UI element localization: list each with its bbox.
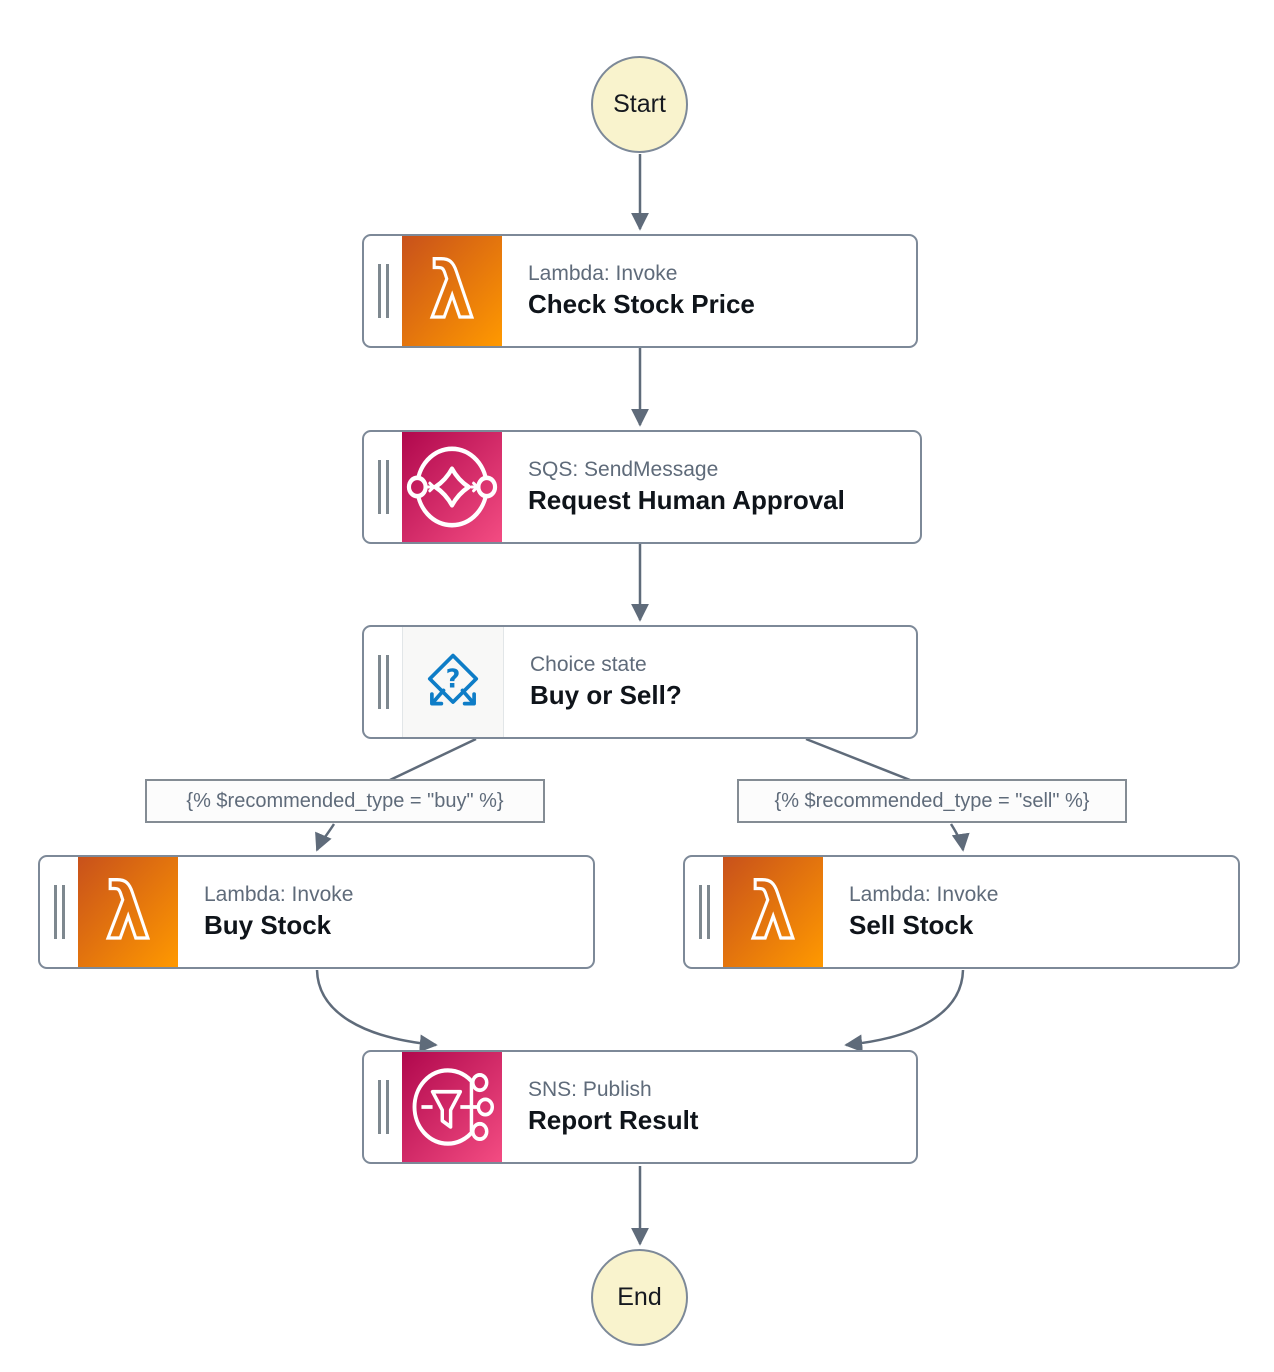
start-label: Start [613, 90, 666, 118]
drag-handle-icon [377, 1080, 389, 1134]
state-node-report-result[interactable]: SNS: Publish Report Result [362, 1050, 918, 1164]
aws-lambda-icon: λ [78, 857, 178, 967]
state-node-request-human-approval[interactable]: SQS: SendMessage Request Human Approval [362, 430, 922, 544]
condition-text: {% $recommended_type = "buy" %} [186, 789, 504, 812]
connector-buy-stock-to-report [315, 969, 438, 1053]
state-title: Sell Stock [849, 910, 974, 941]
svg-text:λ: λ [430, 247, 474, 336]
drag-handle-icon [377, 264, 389, 318]
end-label: End [617, 1283, 662, 1311]
start-node: Start [591, 56, 688, 153]
connector-choice-to-buy-label [389, 737, 477, 782]
condition-label-buy: {% $recommended_type = "buy" %} [145, 779, 545, 823]
aws-lambda-icon: λ [402, 236, 502, 346]
drag-handle-icon [53, 885, 65, 939]
state-type-label: Lambda: Invoke [204, 883, 354, 906]
connector-sell-stock-to-report [844, 969, 965, 1053]
svg-text:λ: λ [751, 868, 795, 957]
aws-sqs-icon [402, 432, 502, 542]
connector-sell-label-to-sell-stock [949, 823, 970, 852]
state-node-buy-or-sell[interactable]: ? Choice state Buy or Sell? [362, 625, 918, 739]
state-node-sell-stock[interactable]: λ Lambda: Invoke Sell Stock [683, 855, 1240, 969]
end-node: End [591, 1249, 688, 1346]
drag-handle[interactable] [364, 1052, 402, 1162]
drag-handle-icon [377, 460, 389, 514]
state-title: Buy or Sell? [530, 680, 682, 711]
drag-handle[interactable] [364, 432, 402, 542]
state-title: Request Human Approval [528, 485, 845, 516]
state-type-label: Lambda: Invoke [849, 883, 999, 906]
state-type-label: Lambda: Invoke [528, 262, 678, 285]
condition-text: {% $recommended_type = "sell" %} [774, 789, 1090, 812]
drag-handle[interactable] [685, 857, 723, 967]
aws-lambda-icon: λ [723, 857, 823, 967]
connector-choice-to-sell-label [805, 737, 911, 782]
state-node-check-stock-price[interactable]: λ Lambda: Invoke Check Stock Price [362, 234, 918, 348]
drag-handle[interactable] [40, 857, 78, 967]
connector-buy-label-to-buy-stock [315, 823, 336, 852]
condition-label-sell: {% $recommended_type = "sell" %} [737, 779, 1127, 823]
svg-text:λ: λ [106, 868, 150, 957]
state-title: Report Result [528, 1105, 699, 1136]
state-type-label: SNS: Publish [528, 1078, 652, 1101]
svg-text:?: ? [446, 663, 461, 693]
state-node-buy-stock[interactable]: λ Lambda: Invoke Buy Stock [38, 855, 595, 969]
state-title: Check Stock Price [528, 289, 755, 320]
drag-handle-icon [377, 655, 389, 709]
drag-handle-icon [698, 885, 710, 939]
state-title: Buy Stock [204, 910, 332, 941]
drag-handle[interactable] [364, 236, 402, 346]
state-type-label: Choice state [530, 653, 647, 676]
drag-handle[interactable] [364, 627, 402, 737]
state-type-label: SQS: SendMessage [528, 458, 719, 481]
aws-sns-icon [402, 1052, 502, 1162]
choice-branch-icon: ? [402, 627, 504, 737]
